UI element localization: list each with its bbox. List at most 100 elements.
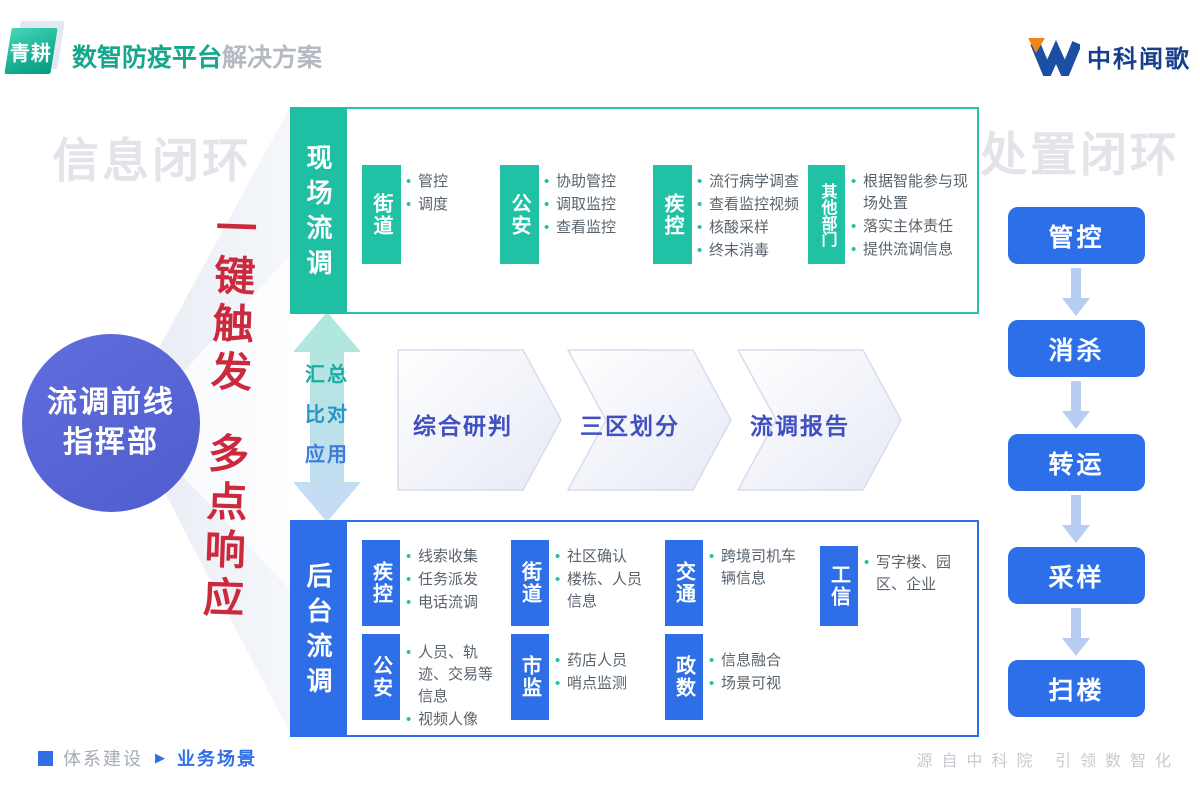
list-item: 协助管控	[544, 171, 636, 193]
list-item: 调度	[406, 194, 494, 216]
item-text: 任务派发	[418, 571, 479, 588]
qinggeng-logo-text: 青耕	[10, 42, 52, 65]
group-gongxin: 工信	[820, 546, 858, 626]
field-survey-label: 现场流调	[290, 107, 347, 314]
chain-step-guankong: 管控	[1008, 207, 1145, 264]
group-gongan: 公安	[500, 165, 539, 264]
chain-step-saolou: 扫楼	[1008, 660, 1145, 717]
qinggeng-logo-badge: 青耕	[4, 28, 58, 74]
list-item: 调取监控	[544, 194, 636, 216]
bullet-dot-icon	[544, 194, 556, 216]
command-center-circle: 流调前线 指挥部	[22, 334, 200, 512]
bullet-dot-icon	[697, 240, 709, 262]
slogan-calligraphy: 一键触发多点响应	[189, 205, 264, 625]
list-item: 任务派发	[406, 569, 498, 591]
field-survey-box: 现场流调 街道 管控 调度 公安 协助管控 调取监控 查看监控 疾控 流行病学调…	[290, 107, 979, 314]
watermark-handle-loop: 处置闭环	[980, 128, 1180, 181]
item-text: 哨点监测	[567, 675, 628, 692]
item-text: 调取监控	[556, 196, 617, 213]
footer-section: 体系建设	[63, 749, 143, 769]
item-text: 人员、轨迹、交易等信息	[418, 644, 494, 705]
footer-tagline: 源自中科院 引领数智化	[916, 753, 1180, 770]
bullet-dot-icon	[544, 217, 556, 239]
footer-breadcrumb: 体系建设 ▶ 业务场景	[38, 745, 257, 771]
list-item: 线索收集	[406, 546, 498, 568]
list-item: 电话流调	[406, 592, 498, 614]
bullet-dot-icon	[555, 650, 567, 672]
bullet-dot-icon	[697, 171, 709, 193]
item-text: 药店人员	[567, 652, 628, 669]
step-liudiao-baogao: 流调报告	[750, 413, 850, 439]
item-text: 楼栋、人员信息	[567, 571, 643, 610]
list-item: 提供流调信息	[851, 239, 969, 261]
title-primary: 数智防疫平台	[72, 44, 223, 72]
bullet-dot-icon	[851, 239, 863, 261]
list-item: 根据智能参与现场处置	[851, 171, 969, 215]
list-item: 哨点监测	[555, 673, 651, 695]
item-text: 落实主体责任	[863, 218, 954, 235]
list-item: 药店人员	[555, 650, 651, 672]
group-jikong-b: 疾控	[362, 540, 400, 626]
bullet-dot-icon	[697, 194, 709, 216]
item-text: 根据智能参与现场处置	[863, 173, 969, 212]
sync-label-huizong: 汇总	[305, 364, 349, 386]
step-sanqu-huafen: 三区划分	[580, 413, 680, 439]
item-text: 管控	[418, 173, 449, 190]
step-zonghe-yanpan: 综合研判	[413, 413, 513, 439]
item-text: 写字楼、园区、企业	[876, 554, 952, 593]
bullet-dot-icon	[406, 171, 418, 193]
bullet-dot-icon	[555, 673, 567, 695]
brand-logo: 中科闻歌	[1028, 36, 1191, 76]
list-item: 跨境司机车辆信息	[709, 546, 809, 590]
item-text: 场景可视	[721, 675, 782, 692]
item-text: 流行病学调查	[709, 173, 800, 190]
list-item: 核酸采样	[697, 217, 813, 239]
bullet-dot-icon	[406, 546, 418, 568]
slogan-part1: 一键触发	[203, 205, 257, 399]
item-text: 核酸采样	[709, 219, 770, 236]
group-qita: 其他部门	[808, 165, 845, 264]
bullet-dot-icon	[851, 171, 863, 215]
bullet-dot-icon	[406, 709, 418, 731]
bullet-dot-icon	[406, 592, 418, 614]
chain-step-caiyang: 采样	[1008, 547, 1145, 604]
chain-step-zhuanyun: 转运	[1008, 434, 1145, 491]
group-gongan-b: 公安	[362, 634, 400, 720]
bullet-dot-icon	[555, 546, 567, 568]
bullet-dot-icon	[709, 546, 721, 590]
item-text: 提供流调信息	[863, 241, 954, 258]
footer-square-icon	[38, 750, 53, 766]
sync-label-yingyong: 应用	[305, 444, 349, 466]
group-zhengshu: 政数	[665, 634, 703, 720]
list-item: 视频人像	[406, 709, 501, 731]
list-item: 楼栋、人员信息	[555, 569, 651, 613]
item-text: 电话流调	[418, 594, 479, 611]
wenge-w-icon	[1028, 38, 1080, 76]
bullet-dot-icon	[406, 569, 418, 591]
footer-page: 业务场景	[177, 749, 257, 769]
bullet-dot-icon	[406, 642, 418, 708]
backend-survey-box: 后台流调 疾控 线索收集 任务派发 电话流调 公安 人员、轨迹、交易等信息 视频…	[290, 520, 979, 737]
list-item: 落实主体责任	[851, 216, 969, 238]
page-title: 数智防疫平台解决方案	[72, 38, 322, 74]
item-text: 协助管控	[556, 173, 617, 190]
group-jiedao: 街道	[362, 165, 401, 264]
item-text: 视频人像	[418, 711, 479, 728]
list-item: 信息融合	[709, 650, 809, 672]
bullet-dot-icon	[864, 552, 876, 596]
list-item: 流行病学调查	[697, 171, 813, 193]
bullet-dot-icon	[709, 673, 721, 695]
list-item: 查看监控视频	[697, 194, 813, 216]
bullet-dot-icon	[709, 650, 721, 672]
circle-line2: 指挥部	[63, 426, 159, 459]
item-text: 跨境司机车辆信息	[721, 548, 797, 587]
title-secondary: 解决方案	[222, 44, 323, 72]
list-item: 场景可视	[709, 673, 809, 695]
list-item: 管控	[406, 171, 494, 193]
chain-step-xiaosha: 消杀	[1008, 320, 1145, 377]
item-text: 线索收集	[418, 548, 479, 565]
sync-label-bidui: 比对	[305, 404, 349, 426]
group-jiaotong: 交通	[665, 540, 703, 626]
item-text: 查看监控视频	[709, 196, 800, 213]
